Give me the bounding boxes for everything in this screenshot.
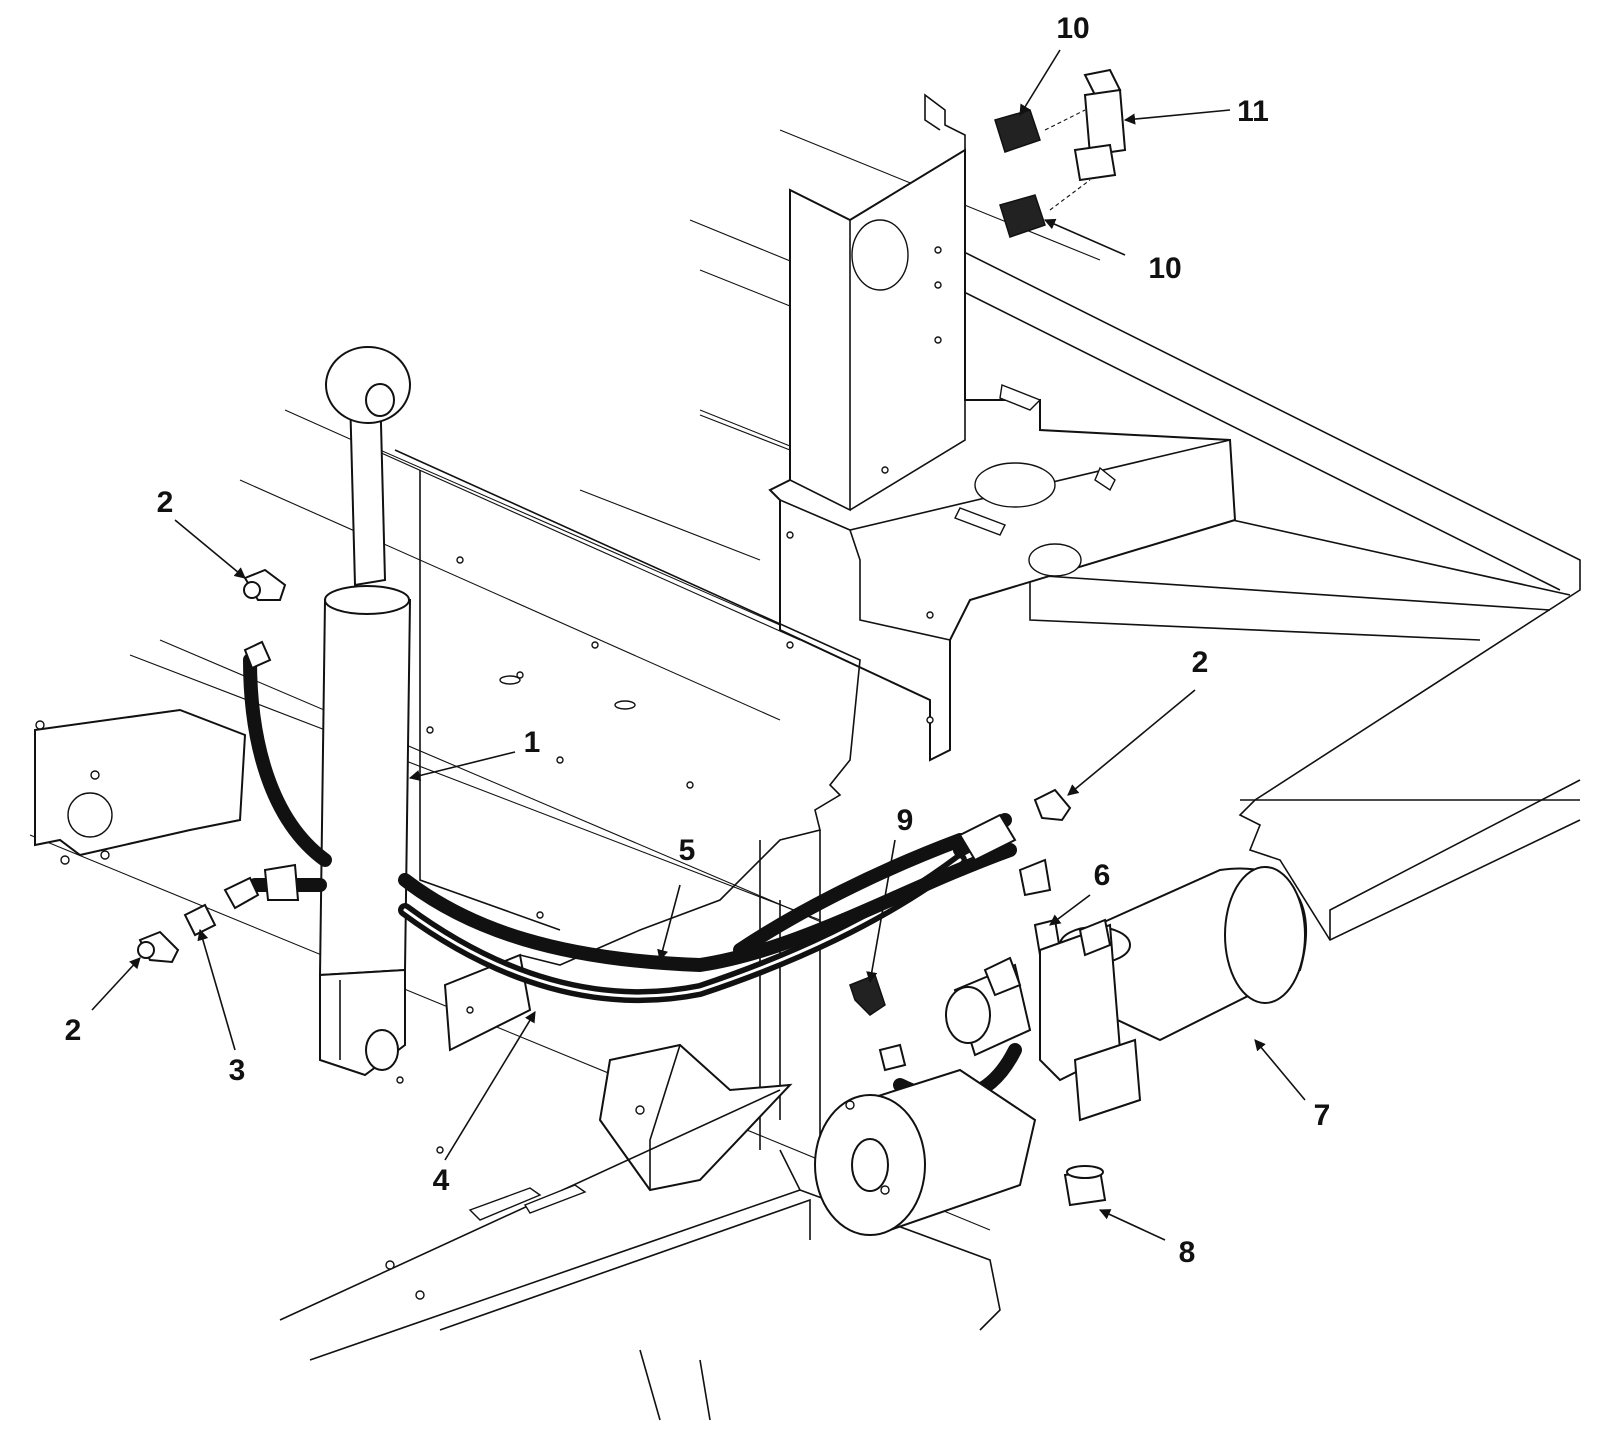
callout-5: 5 bbox=[679, 834, 696, 867]
fittings bbox=[137, 568, 1107, 1207]
callout-10-lower: 10 bbox=[1148, 252, 1181, 285]
callout-9: 9 bbox=[897, 804, 914, 837]
callout-2-right: 2 bbox=[1192, 646, 1209, 679]
callout-11: 11 bbox=[1237, 95, 1269, 128]
callout-7: 7 bbox=[1314, 1099, 1331, 1132]
callout-6: 6 bbox=[1094, 859, 1111, 892]
callout-8: 8 bbox=[1179, 1236, 1196, 1269]
callout-2-bottom-left: 2 bbox=[65, 1014, 82, 1047]
callout-3: 3 bbox=[229, 1054, 246, 1087]
callout-2-top-left: 2 bbox=[157, 486, 174, 519]
hydraulic-cylinder bbox=[318, 346, 412, 1077]
callout-4: 4 bbox=[433, 1164, 450, 1197]
bushings-and-clevis bbox=[994, 68, 1127, 238]
frame-structure bbox=[29, 93, 1581, 1421]
callout-leaders bbox=[91, 49, 1306, 1241]
pump-motor-assembly bbox=[814, 866, 1308, 1236]
callout-labels: 1 2 2 2 3 4 5 6 7 8 9 10 10 11 bbox=[65, 12, 1331, 1269]
callout-1: 1 bbox=[524, 726, 541, 759]
callout-10-top: 10 bbox=[1056, 12, 1089, 45]
